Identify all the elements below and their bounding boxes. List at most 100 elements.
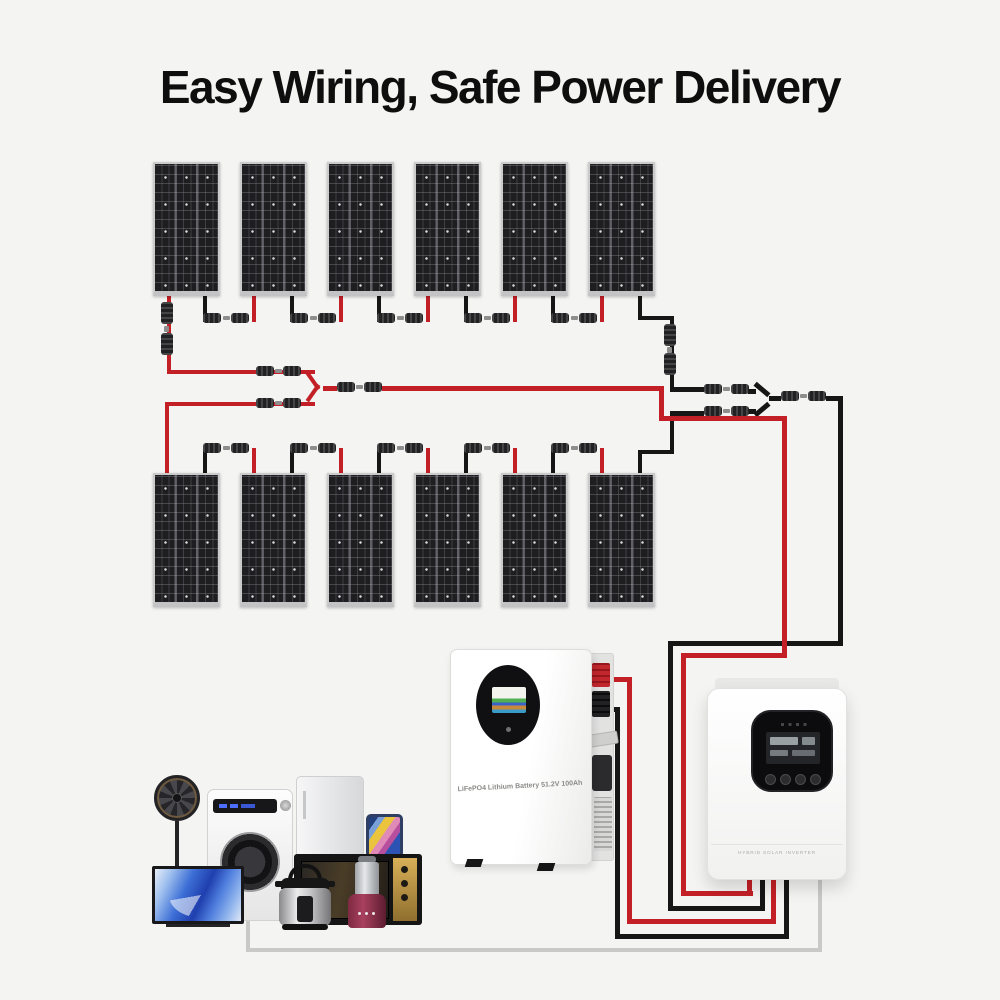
cooker-lid-handle xyxy=(275,881,284,887)
solar-panel xyxy=(501,162,568,296)
wire-negative-segment xyxy=(670,413,674,454)
connector-pin xyxy=(310,316,317,320)
mc4-connector xyxy=(290,443,308,453)
mc4-connector xyxy=(231,313,249,323)
solar-panel xyxy=(501,473,568,607)
connector-pin xyxy=(275,369,282,373)
fan-base xyxy=(152,892,202,900)
wire-negative-segment xyxy=(290,448,294,473)
wire-positive-segment xyxy=(382,386,664,391)
wire-positive-segment xyxy=(339,448,343,473)
wire-negative-segment xyxy=(464,448,468,473)
cooker-lid xyxy=(281,878,329,889)
mc4-connector xyxy=(579,443,597,453)
battery-vent-grille xyxy=(594,797,612,851)
connector-pin xyxy=(397,446,404,450)
wire-positive-segment xyxy=(426,296,430,322)
oven-knob[interactable] xyxy=(401,880,408,887)
washer-display-digit xyxy=(230,804,238,808)
washer-knob[interactable] xyxy=(280,800,291,811)
mc4-connector xyxy=(290,313,308,323)
solar-panel xyxy=(414,473,481,607)
wire-negative-segment xyxy=(668,906,765,911)
tv-stand xyxy=(166,924,230,927)
inverter-button[interactable] xyxy=(780,774,791,785)
mc4-connector xyxy=(731,384,749,394)
wire-positive-segment xyxy=(659,386,664,420)
wire-positive-segment xyxy=(659,416,787,421)
wire-negative-segment xyxy=(377,296,381,322)
tablet xyxy=(366,814,403,858)
washer-display-digit xyxy=(219,804,227,808)
mc4-connector xyxy=(464,313,482,323)
inverter-panel-seam xyxy=(711,844,843,845)
fridge-handle xyxy=(303,791,306,819)
wire-positive-segment xyxy=(782,416,787,658)
wire-negative-segment xyxy=(753,381,771,398)
battery-screen[interactable] xyxy=(492,687,526,713)
wire-positive-segment xyxy=(252,448,256,473)
mc4-connector xyxy=(664,353,676,375)
blender xyxy=(345,856,391,930)
pressure-cooker xyxy=(275,864,335,930)
inverter-button[interactable] xyxy=(810,774,821,785)
cooker-body xyxy=(279,888,331,926)
mc4-connector xyxy=(203,313,221,323)
mc4-connector xyxy=(231,443,249,453)
wire-ac-segment xyxy=(246,916,250,952)
wire-negative-segment xyxy=(551,296,555,322)
wire-positive-segment xyxy=(167,370,315,374)
oven-door[interactable] xyxy=(301,861,389,919)
connector-pin xyxy=(571,316,578,320)
wire-negative-segment xyxy=(464,296,468,322)
wire-positive-segment xyxy=(165,402,169,473)
wire-negative-segment xyxy=(670,387,704,392)
oven-control-strip xyxy=(393,858,417,921)
mc4-connector xyxy=(283,398,301,408)
solar-panel xyxy=(153,162,220,296)
blender-button[interactable] xyxy=(365,912,368,915)
wire-positive-segment xyxy=(252,296,256,322)
mc4-connector xyxy=(405,443,423,453)
wire-negative-segment xyxy=(377,448,381,473)
mc4-connector xyxy=(551,443,569,453)
solar-panel xyxy=(153,473,220,607)
solar-panel xyxy=(588,473,655,607)
inverter-indicator-lights xyxy=(781,723,807,726)
mc4-connector xyxy=(161,302,173,324)
solar-panel xyxy=(588,162,655,296)
oven-knob[interactable] xyxy=(401,866,408,873)
mc4-connector xyxy=(318,313,336,323)
solar-panel xyxy=(327,473,394,607)
wire-negative-segment xyxy=(290,296,294,322)
mc4-connector xyxy=(318,443,336,453)
oven-knob[interactable] xyxy=(401,894,408,901)
wire-positive-segment xyxy=(747,874,752,894)
inverter-lcd[interactable] xyxy=(766,732,820,764)
connector-pin xyxy=(356,385,363,389)
cooker-control-panel[interactable] xyxy=(297,896,313,922)
page-title: Easy Wiring, Safe Power Delivery xyxy=(159,61,842,113)
mc4-connector xyxy=(492,313,510,323)
blender-button[interactable] xyxy=(358,912,361,915)
washer-door[interactable] xyxy=(220,832,280,892)
mc4-connector xyxy=(704,406,722,416)
solar-panel xyxy=(240,473,307,607)
blender-button[interactable] xyxy=(372,912,375,915)
wire-positive-segment xyxy=(513,296,517,322)
wire-negative-segment xyxy=(748,389,756,394)
wire-negative-segment xyxy=(608,707,620,712)
wire-positive-segment xyxy=(165,402,315,406)
wire-negative-segment xyxy=(784,874,789,939)
mc4-connector xyxy=(337,382,355,392)
wire-positive-segment xyxy=(323,386,337,391)
fan-hub xyxy=(172,793,182,803)
inverter-button[interactable] xyxy=(795,774,806,785)
mc4-connector xyxy=(664,324,676,346)
washer-control-panel xyxy=(213,799,277,813)
connector-pin xyxy=(275,401,282,405)
flat-screen-tv xyxy=(152,866,244,924)
connector-pin xyxy=(484,316,491,320)
wire-negative-segment xyxy=(748,409,756,414)
inverter-button[interactable] xyxy=(765,774,776,785)
